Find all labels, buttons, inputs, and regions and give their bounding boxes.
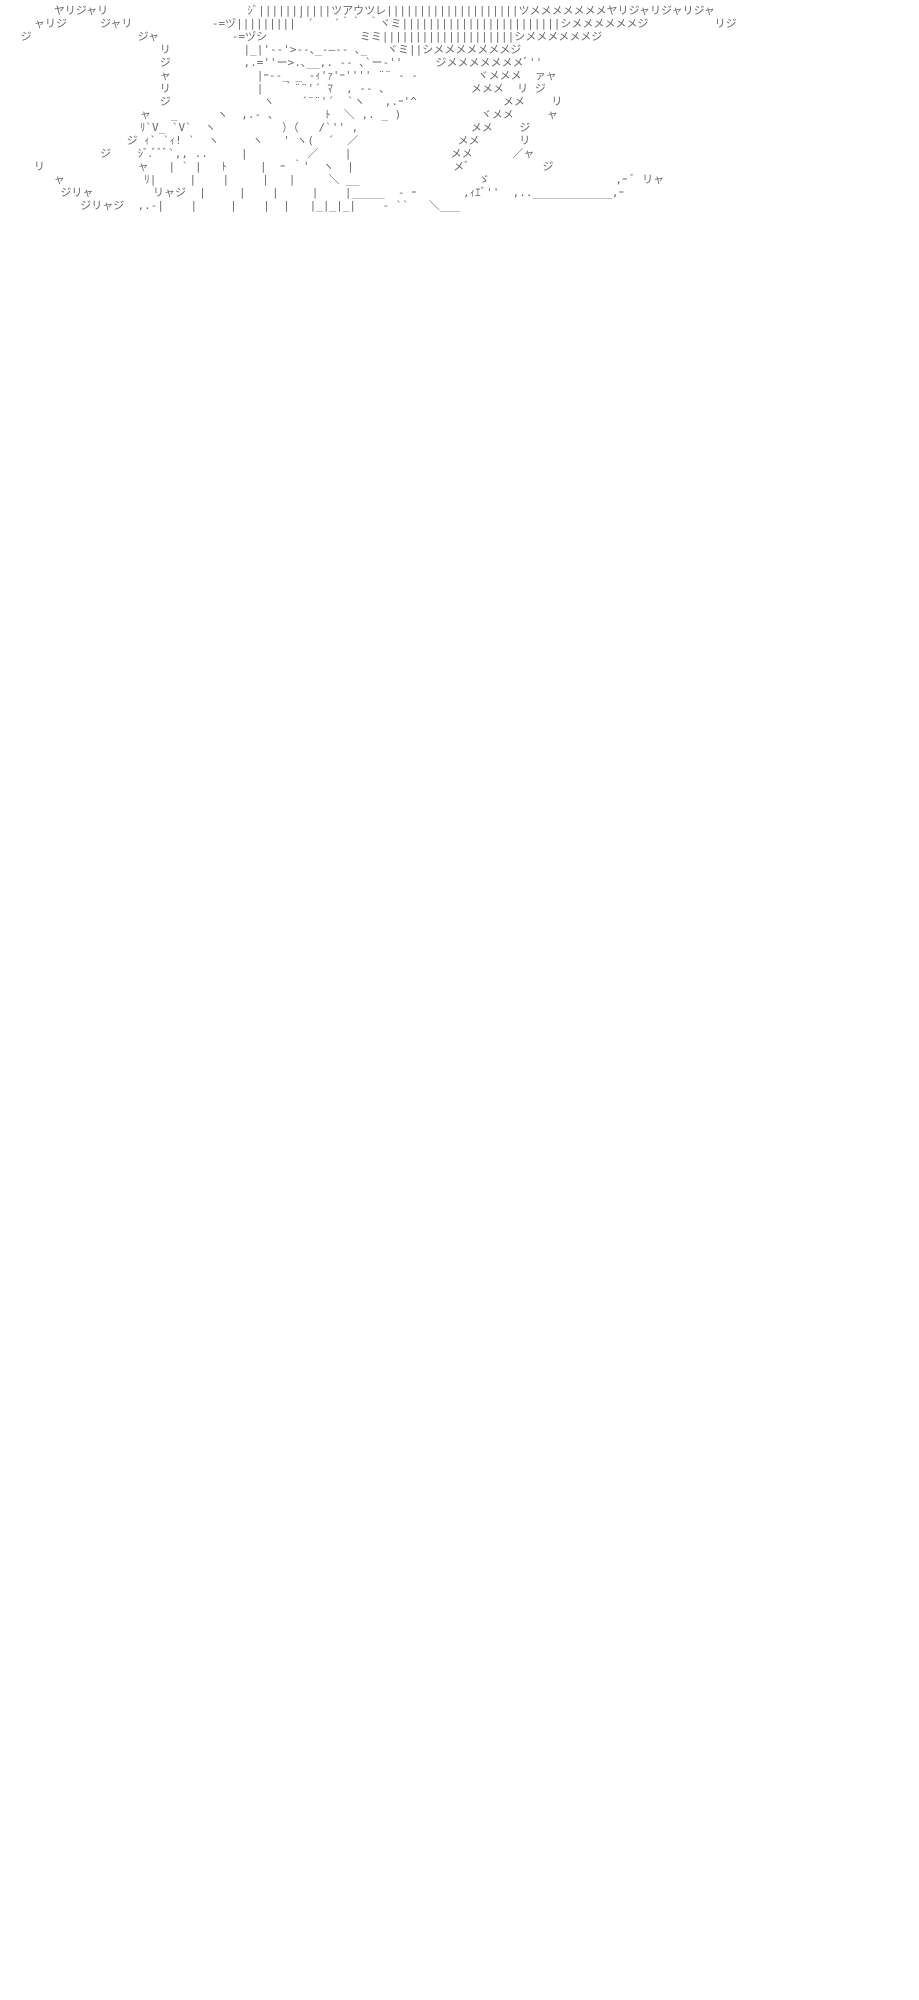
ascii-art-scene-1: ヤリジャリ ｼﾞ|||||||||||ツアウツレ||||||||||||||||… — [20, 4, 737, 212]
